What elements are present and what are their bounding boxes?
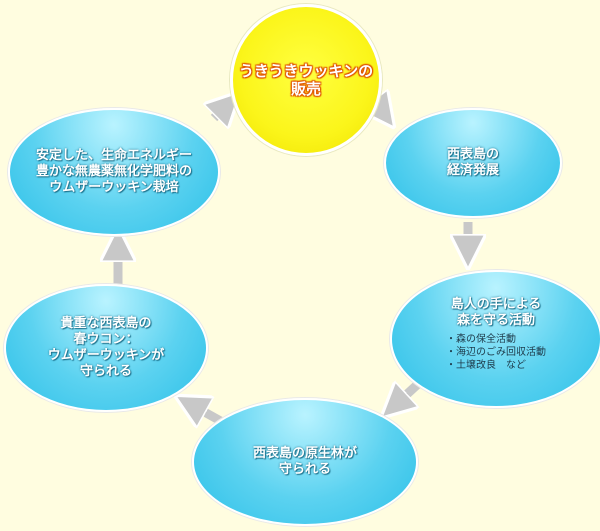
sales-title-line2: 販売 xyxy=(290,80,321,98)
arrow-people-to-forest xyxy=(394,384,422,406)
turmeric-title-line1: 貴重な西表島の xyxy=(60,316,152,331)
list-item: 土壌改良 など xyxy=(446,359,546,372)
economy-title-line2: 経済発展 xyxy=(446,163,499,178)
cultivation-node: 安定した、生命エネルギー 豊かな無農薬無化学肥料の ウムザーウッキン栽培 xyxy=(8,108,220,236)
turmeric-title-line3: ウムザーウッキンが xyxy=(47,348,165,363)
cultivation-title-line3: ウムザーウッキン栽培 xyxy=(49,180,179,195)
people-activity-node: 島人の手による 森を守る活動 森の保全活動 海辺のごみ回収活動 土壌改良 など xyxy=(390,270,600,408)
turmeric-title-line4: 守られる xyxy=(79,364,132,379)
forest-title-line1: 西表島の原生林が xyxy=(252,446,357,461)
sales-node: うきうきウッキンの 販売 xyxy=(230,4,382,156)
forest-node: 西表島の原生林が 守られる xyxy=(192,398,418,526)
sales-title-line1: うきうきウッキンの xyxy=(238,62,374,80)
cultivation-title-line1: 安定した、生命エネルギー xyxy=(35,148,192,163)
economy-title-line1: 西表島の xyxy=(446,147,499,162)
people-title-line1: 島人の手による xyxy=(450,296,542,312)
people-title-line2: 森を守る活動 xyxy=(456,312,535,328)
list-item: 森の保全活動 xyxy=(446,333,546,346)
forest-title-line2: 守られる xyxy=(278,462,331,477)
cultivation-title-line2: 豊かな無農薬無化学肥料の xyxy=(35,164,192,179)
turmeric-title-line2: 春ウコン： xyxy=(73,332,139,347)
economy-node: 西表島の 経済発展 xyxy=(384,108,562,218)
turmeric-node: 貴重な西表島の 春ウコン： ウムザーウッキンが 守られる xyxy=(4,284,208,412)
list-item: 海辺のごみ回収活動 xyxy=(446,346,546,359)
arrow-cultivation-to-sales xyxy=(214,104,228,118)
people-activity-list: 森の保全活動 海辺のごみ回収活動 土壌改良 など xyxy=(446,333,546,372)
